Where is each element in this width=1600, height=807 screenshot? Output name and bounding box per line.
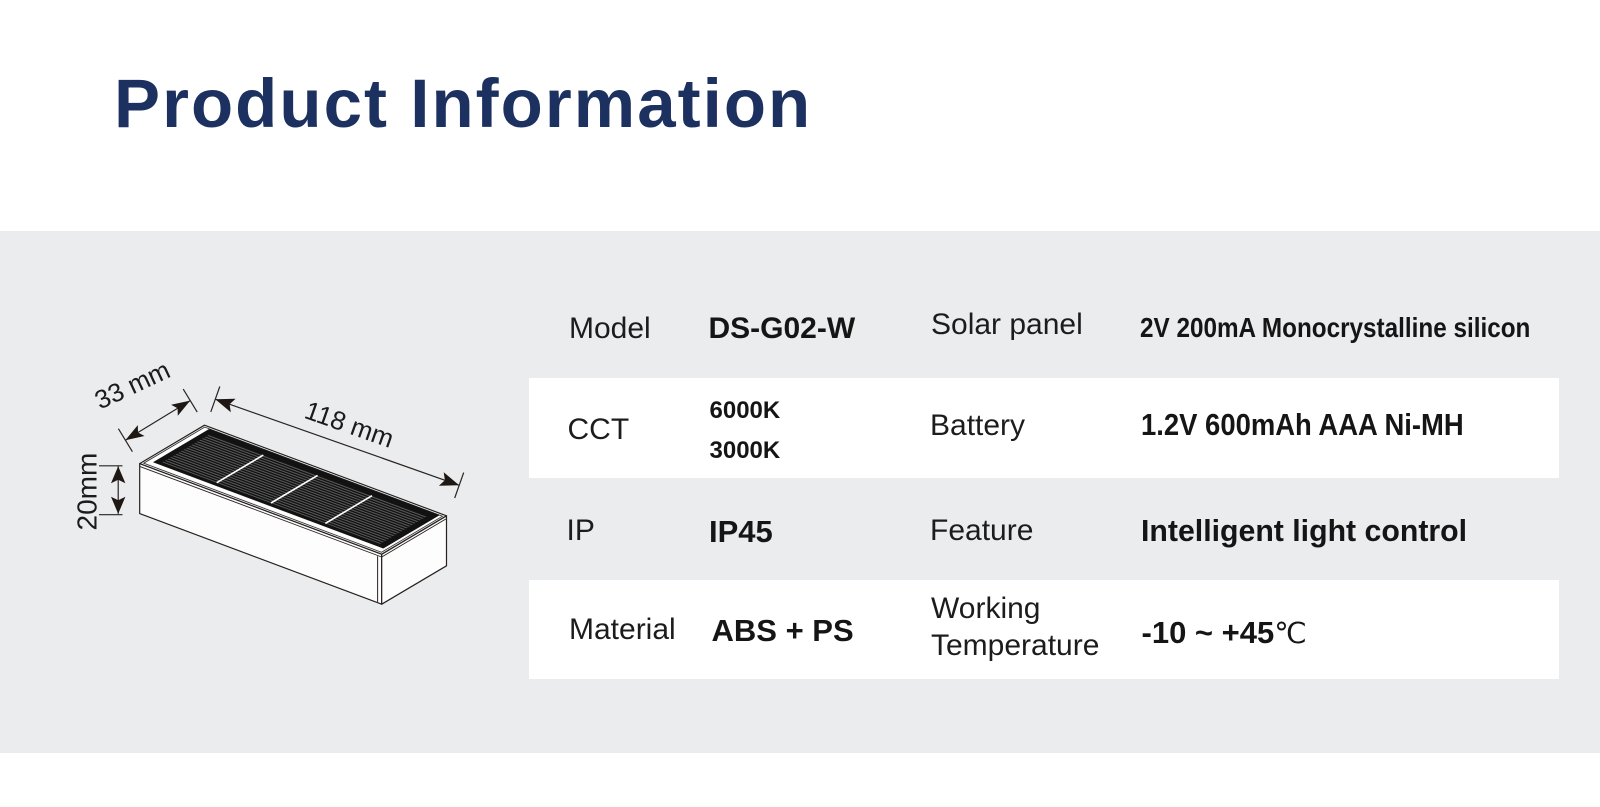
svg-text:33 mm: 33 mm — [90, 354, 175, 415]
svg-text:118 mm: 118 mm — [301, 395, 398, 454]
svg-text:20mm: 20mm — [72, 453, 103, 531]
